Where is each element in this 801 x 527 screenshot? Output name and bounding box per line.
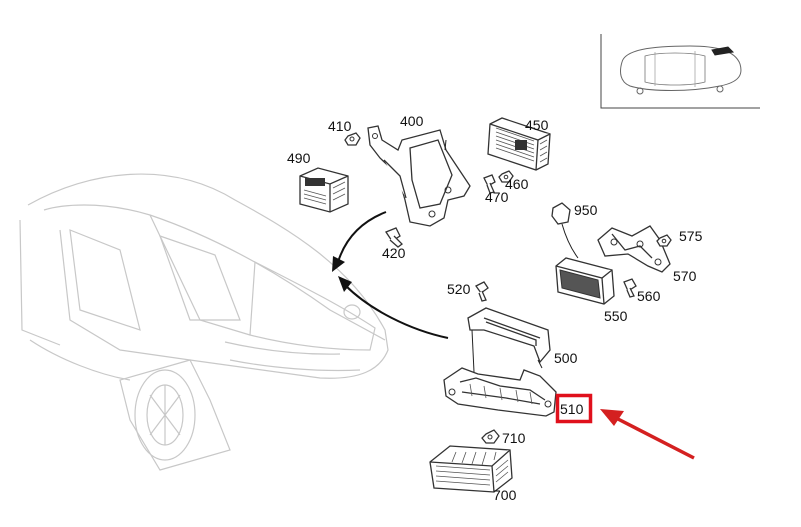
part-560[interactable] xyxy=(623,278,637,298)
part-510[interactable] xyxy=(443,367,557,417)
part-710[interactable] xyxy=(481,429,500,444)
label-700[interactable]: 700 xyxy=(493,487,517,503)
label-450[interactable]: 450 xyxy=(525,117,549,133)
label-400[interactable]: 400 xyxy=(400,113,424,129)
label-575[interactable]: 575 xyxy=(679,228,703,244)
part-labels: 400 410 420 450 460 470 490 500 510 520 … xyxy=(287,113,703,503)
label-570[interactable]: 570 xyxy=(673,268,697,284)
part-550[interactable] xyxy=(555,257,615,305)
part-520[interactable] xyxy=(475,281,489,302)
part-420[interactable] xyxy=(385,227,403,248)
part-575[interactable] xyxy=(656,234,672,247)
label-520[interactable]: 520 xyxy=(447,281,471,297)
assembly-arrows xyxy=(332,211,449,339)
car-top-view-icon xyxy=(620,45,742,95)
label-510[interactable]: 510 xyxy=(560,401,584,417)
label-470[interactable]: 470 xyxy=(485,189,509,205)
part-470[interactable] xyxy=(483,174,496,194)
label-560[interactable]: 560 xyxy=(637,288,661,304)
part-410[interactable] xyxy=(344,132,361,146)
label-490[interactable]: 490 xyxy=(287,150,311,166)
part-450[interactable] xyxy=(487,117,551,171)
part-490[interactable] xyxy=(299,167,349,213)
part-700[interactable] xyxy=(429,445,513,493)
part-400[interactable] xyxy=(367,125,471,227)
label-710[interactable]: 710 xyxy=(502,430,526,446)
label-420[interactable]: 420 xyxy=(382,245,406,261)
pointer-arrow xyxy=(600,409,695,460)
part-570[interactable] xyxy=(597,225,671,273)
highlight-box xyxy=(555,393,593,424)
label-500[interactable]: 500 xyxy=(554,350,578,366)
vehicle-outline xyxy=(19,173,389,471)
part-460[interactable] xyxy=(498,170,514,183)
label-460[interactable]: 460 xyxy=(505,176,529,192)
part-500[interactable] xyxy=(467,307,551,373)
inset-view[interactable] xyxy=(600,34,760,109)
part-950[interactable] xyxy=(551,202,579,259)
label-950[interactable]: 950 xyxy=(574,202,598,218)
label-410[interactable]: 410 xyxy=(328,118,352,134)
label-550[interactable]: 550 xyxy=(604,308,628,324)
